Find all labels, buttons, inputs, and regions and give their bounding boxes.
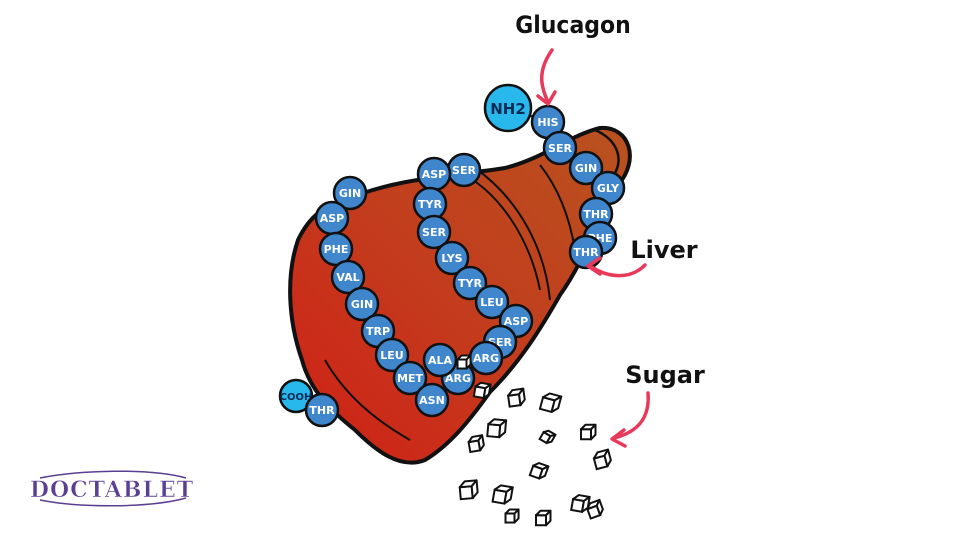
residue-14-leu: LEU (474, 284, 510, 320)
residue-label: ALA (428, 354, 453, 367)
residue-12-lys: LYS (434, 240, 470, 276)
svg-text:DOCTABLET: DOCTABLET (30, 477, 194, 503)
residue-3-gin: GIN (568, 150, 604, 186)
residue-label: ASN (419, 394, 445, 407)
residue-8-ser: SER (446, 152, 482, 188)
sugar-callout: Sugar (610, 361, 705, 448)
residue-24-gin: GIN (344, 286, 380, 322)
residue-label: THR (309, 404, 335, 417)
residue-label: ASP (320, 212, 345, 225)
residue-10-tyr: TYR (412, 186, 448, 222)
residue-label: GIN (339, 187, 361, 200)
residue-label: VAL (336, 271, 359, 284)
sugar-cube (456, 354, 472, 370)
residue-label: GLY (597, 182, 620, 195)
residue-label: THR (573, 246, 599, 259)
n-terminus-label: NH2 (490, 100, 526, 118)
residue-28-asn: ASN (414, 382, 450, 418)
residue-29-thr: THR (304, 392, 340, 428)
residue-21-asp: ASP (314, 200, 350, 236)
sugar-cube (528, 462, 550, 480)
sugar-cube (458, 479, 479, 501)
sugar-cube (592, 448, 612, 471)
residue-label: GIN (351, 298, 373, 311)
residue-7-thr: THR (568, 234, 604, 270)
residue-4-gly: GLY (590, 170, 626, 206)
sugar-label: Sugar (625, 361, 705, 389)
residue-label: TRP (366, 325, 390, 338)
sugar-arrow (612, 391, 650, 440)
residue-label: HIS (537, 116, 558, 129)
residue-label: SER (422, 226, 446, 239)
residue-26-leu: LEU (374, 337, 410, 373)
sugar-cube (586, 498, 604, 520)
sugar-cube (507, 387, 526, 408)
residue-label: THR (583, 208, 609, 221)
residue-2-ser: SER (542, 130, 578, 166)
liver-callout: Liver (586, 236, 698, 278)
sugar-cube (467, 434, 485, 454)
glucagon-arrow (540, 48, 554, 104)
residue-label: GIN (575, 162, 597, 175)
residue-label: ASP (422, 168, 447, 181)
sugar-cube (504, 508, 520, 524)
sugar-cube (538, 392, 563, 414)
doctablet-logo: DOCTABLET (30, 470, 194, 507)
residue-11-ser: SER (416, 214, 452, 250)
residue-27-met: MET (392, 360, 428, 396)
sugar-cube (535, 509, 552, 527)
residue-20-gin: GIN (332, 175, 368, 211)
residue-9-asp: ASP (416, 156, 452, 192)
liver-label: Liver (630, 236, 697, 264)
residue-label: PHE (324, 243, 349, 256)
glucagon-chain: NH2COOHHISSERGINGLYTHRPHETHRSERASPTYRSER… (278, 83, 626, 428)
residue-label: TYR (418, 198, 442, 211)
c-terminus-label: COOH (280, 392, 313, 403)
sugar-cube (472, 381, 492, 400)
residue-label: LEU (480, 296, 503, 309)
residue-label: SER (548, 142, 572, 155)
sugar-cubes (456, 354, 612, 527)
residue-label: ARG (445, 372, 471, 385)
residue-label: TYR (458, 277, 482, 290)
residue-23-val: VAL (330, 259, 366, 295)
sugar-cube (538, 429, 557, 445)
residue-label: SER (452, 164, 476, 177)
residue-label: MET (397, 372, 423, 385)
residue-label: LEU (380, 349, 403, 362)
residue-label: LYS (441, 252, 462, 265)
glucagon-callout: Glucagon (515, 12, 631, 106)
sugar-cube (570, 494, 591, 513)
sugar-cube (491, 484, 514, 505)
residue-19-ala: ALA (422, 342, 458, 378)
sugar-cube (486, 418, 508, 439)
residue-label: ASP (504, 315, 529, 328)
glucagon-label: Glucagon (515, 12, 631, 39)
residue-17-arg: ARG (468, 340, 504, 376)
residue-label: ARG (473, 352, 499, 365)
sugar-cube (580, 423, 597, 441)
residue-13-tyr: TYR (452, 265, 488, 301)
n-terminus-bead: NH2 (483, 83, 533, 133)
